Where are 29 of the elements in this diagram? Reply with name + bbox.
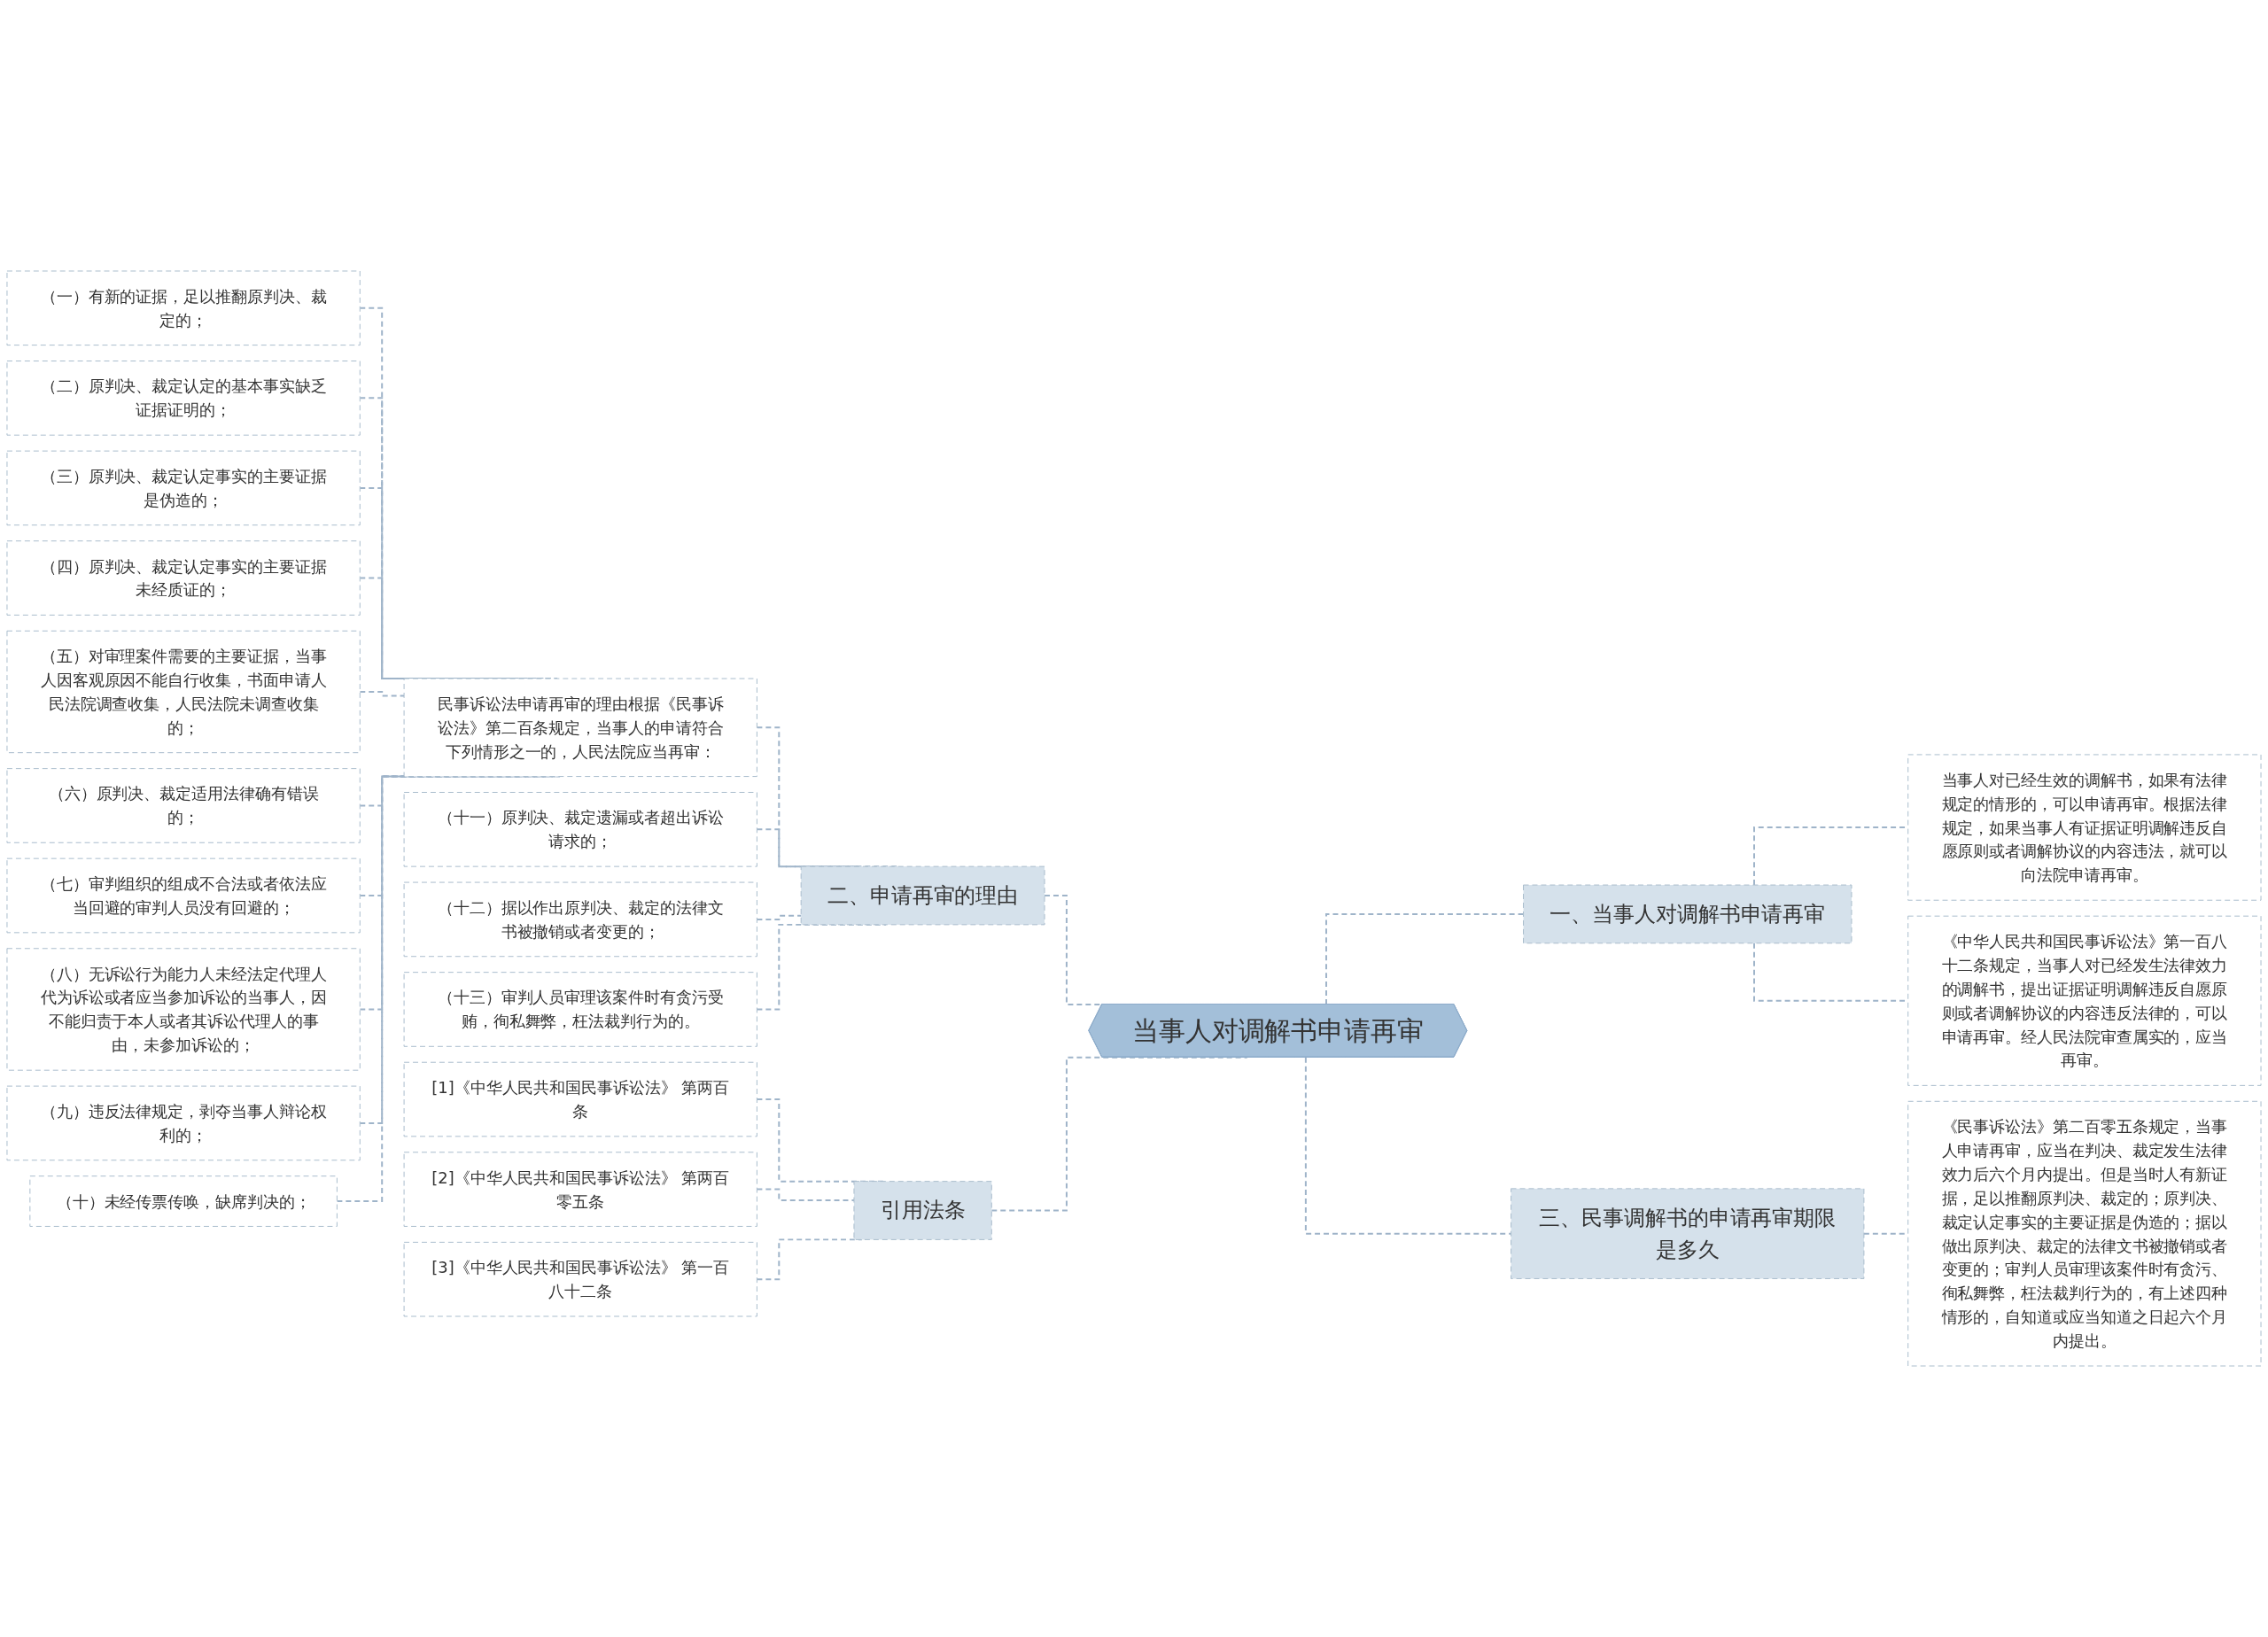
node-box: 引用法条 — [853, 1181, 992, 1240]
node-box: （三）原判决、裁定认定事实的主要证据是伪造的； — [6, 450, 361, 526]
node-box: 二、申请再审的理由 — [800, 865, 1045, 926]
node-box: （七）审判组织的组成不合法或者依法应当回避的审判人员没有回避的； — [6, 857, 361, 934]
node-box: （十二）据以作出原判决、裁定的法律文书被撤销或者变更的； — [403, 881, 757, 958]
node-box: [3]《中华人民共和国民事诉讼法》 第一百八十二条 — [403, 1241, 757, 1317]
node-box: [2]《中华人民共和国民事诉讼法》 第两百零五条 — [403, 1152, 757, 1227]
connector — [1304, 1056, 1512, 1235]
connector — [359, 691, 406, 697]
node-box: （五）对审理案件需要的主要证据，当事人因客观原因不能自行收集，书面申请人民法院调查收集，人民法院未调查收集的； — [6, 630, 361, 754]
node-box: （六）原判决、裁定适用法律确有错误的； — [6, 768, 361, 843]
node-box: （九）违反法律规定，剥夺当事人辩论权利的； — [6, 1085, 361, 1161]
node-box: （十）未经传票传唤，缺席判决的； — [29, 1175, 338, 1227]
node-box: 《中华人民共和国民事诉讼法》第一百八十二条规定，当事人对已经发生法律效力的调解书，提出证据证明调解违反自愿原则或者调解协议的内容违反法律的，可以申请再审。经人民法院审查属实的，应当再审。 — [1907, 915, 2262, 1086]
node-box: （一）有新的证据，足以推翻原判决、裁定的； — [6, 270, 361, 346]
node-box: （八）无诉讼行为能力人未经法定代理人代为诉讼或者应当参加诉讼的当事人，因不能归责于本人或者其诉讼代理人的事由，未参加诉讼的； — [6, 948, 361, 1071]
node-box: 民事诉讼法申请再审的理由根据《民事诉讼法》第二百条规定，当事人的申请符合下列情形之一的，人民法院应当再审： — [403, 678, 757, 778]
connector — [756, 914, 803, 920]
node-box: （十三）审判人员审理该案件时有贪污受贿，徇私舞弊，枉法裁判行为的。 — [403, 972, 757, 1047]
node-box: （四）原判决、裁定认定事实的主要证据未经质证的； — [6, 540, 361, 616]
node-box: [1]《中华人民共和国民事诉讼法》 第两百条 — [403, 1061, 757, 1137]
node-box: 三、民事调解书的申请再审期限是多久 — [1511, 1188, 1865, 1279]
connector — [1325, 912, 1525, 1005]
node-box: （二）原判决、裁定认定的基本事实缺乏证据证明的； — [6, 361, 361, 436]
node-box: 一、当事人对调解书申请再审 — [1523, 884, 1852, 944]
node-box: 《民事诉讼法》第二百零五条规定，当事人申请再审，应当在判决、裁定发生法律效力后六个月内提出。但是当时人有新证据，足以推翻原判决、裁定的；原判决、裁定认定事实的主要证据是伪造的；据以做出原判决、裁定的法律文书被撤销或者变更的；审判人员审理该案件时有贪污、徇私舞弊，枉法裁判行为的，有上述四种情形的，自知道或应当知道之日起六个月内提出。 — [1907, 1100, 2262, 1367]
node-box: （十一）原判决、裁定遗漏或者超出诉讼请求的； — [403, 792, 757, 867]
node-box: 当事人对已经生效的调解书，如果有法律规定的情形的，可以申请再审。根据法律规定，如果当事人有证据证明调解违反自愿原则或者调解协议的内容违法，就可以向法院申请再审。 — [1907, 754, 2262, 901]
connector — [756, 1188, 855, 1202]
